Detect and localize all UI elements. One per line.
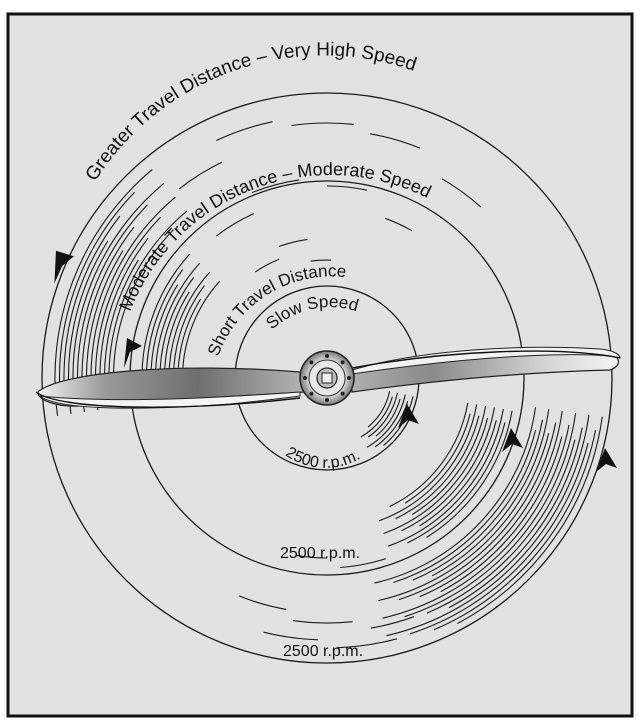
propeller-disc [35, 346, 621, 409]
arrowhead-icon [398, 404, 419, 428]
motion-streak [374, 407, 537, 584]
motion-streak [426, 410, 513, 538]
motion-streak [448, 427, 583, 609]
motion-streak [367, 391, 391, 428]
arrowhead-icon [502, 428, 523, 452]
hub-bolt [309, 360, 314, 365]
motion-streak [54, 169, 153, 416]
motion-streak [360, 396, 393, 438]
motion-streak [378, 404, 478, 522]
motion-streak [419, 420, 497, 527]
arrowhead-icon [124, 338, 142, 368]
motion-streaks [54, 121, 603, 649]
motion-streak [388, 409, 504, 547]
hub-bolt [340, 360, 345, 365]
motion-streak [378, 433, 550, 602]
motion-streak [419, 411, 563, 598]
motion-streak [291, 122, 354, 127]
motion-streak [382, 424, 570, 619]
motion-streak [366, 394, 406, 448]
motion-streak [404, 413, 471, 504]
motion-streak [255, 258, 280, 273]
motion-streak [90, 196, 176, 395]
hub-bolt [325, 398, 329, 402]
motion-streak [457, 416, 603, 624]
motion-streak [389, 402, 469, 507]
motion-streak [383, 417, 489, 535]
motion-streak [433, 430, 597, 631]
motion-streak [216, 121, 273, 141]
motion-streak [63, 215, 121, 397]
motion-streak [426, 439, 576, 614]
motion-streak [310, 259, 332, 262]
motion-streak [375, 398, 401, 437]
motion-streak [76, 204, 148, 396]
motion-streak [441, 178, 482, 208]
motion-streak [393, 429, 537, 584]
motion-streak [374, 401, 409, 448]
direction-arrows [54, 250, 617, 472]
propeller-hub-icon [299, 350, 355, 406]
hub-bolt [347, 376, 351, 380]
motion-streak [412, 405, 487, 515]
motion-streak [371, 616, 415, 629]
motion-streak [336, 638, 398, 649]
motion-streak [340, 558, 386, 569]
motion-streak [367, 392, 398, 438]
motion-streak [292, 620, 353, 624]
motion-streak [404, 412, 577, 618]
rpm-outer-label: 2500 r.p.m. [283, 643, 363, 660]
hub-bolt [325, 354, 329, 358]
motion-streak [401, 407, 495, 532]
motion-streak [440, 436, 563, 593]
motion-streak [395, 415, 480, 520]
motion-streak [409, 442, 589, 635]
tip-path-back [351, 350, 621, 369]
motion-streak [386, 414, 590, 637]
motion-streak [178, 161, 223, 190]
hub-bolt [340, 391, 345, 396]
motion-streak [384, 217, 413, 232]
motion-streak [72, 182, 165, 405]
outer-circle [41, 92, 613, 664]
motion-streak [278, 238, 308, 247]
arrowhead-icon [596, 448, 617, 472]
motion-streak [251, 179, 300, 194]
motion-streak [370, 133, 421, 149]
hub-bolt [303, 376, 307, 380]
motion-streak [431, 409, 550, 577]
motion-streak [407, 422, 506, 544]
motion-streak [58, 191, 135, 407]
motion-streak [263, 631, 318, 641]
blade-left-underside [38, 391, 301, 409]
blade-right-topside [351, 346, 621, 375]
motion-streak [398, 422, 557, 601]
motion-streak [412, 419, 544, 581]
tip-path-front [35, 391, 301, 408]
motion-streak [326, 185, 368, 191]
motion-streak [295, 554, 328, 559]
motion-streak [238, 595, 287, 610]
arrowhead-icon [54, 250, 74, 284]
motion-streak [215, 213, 255, 237]
rpm-middle-label: 2500 r.p.m. [280, 545, 360, 562]
hub-bolt [309, 391, 314, 396]
